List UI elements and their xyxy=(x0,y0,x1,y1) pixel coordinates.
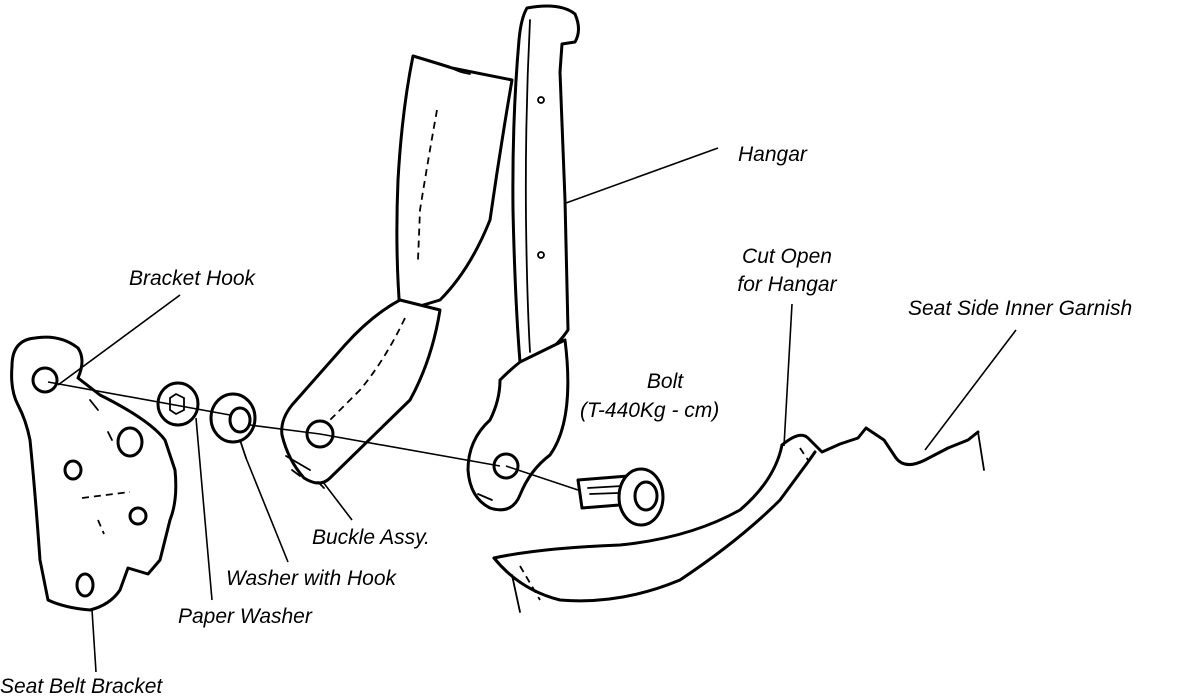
cut-open-label-line2: for Hangar xyxy=(737,273,837,296)
bracket-hook-label: Bracket Hook xyxy=(129,267,256,290)
seat-side-garnish-part xyxy=(492,426,985,613)
bolt-label-line1: Bolt xyxy=(646,370,684,393)
paper-washer-part xyxy=(156,381,200,427)
hangar-label: Hangar xyxy=(738,143,807,166)
buckle-assembly xyxy=(280,54,514,489)
washer-with-hook-label: Washer with Hook xyxy=(226,567,397,590)
bolt-part xyxy=(576,467,665,527)
leader-lines xyxy=(47,147,1017,673)
bolt-torque-label: (T-440Kg - cm) xyxy=(580,399,720,422)
paper-washer-label: Paper Washer xyxy=(178,605,312,628)
seat-side-inner-garnish-label: Seat Side Inner Garnish xyxy=(908,297,1133,320)
cut-open-label-line1: Cut Open xyxy=(742,245,832,268)
seat-belt-bracket-part xyxy=(10,335,178,612)
seat-belt-bracket-label: Seat Belt Bracket xyxy=(0,675,163,698)
buckle-assy-label: Buckle Assy. xyxy=(312,526,430,549)
washer-with-hook-part xyxy=(209,392,257,459)
